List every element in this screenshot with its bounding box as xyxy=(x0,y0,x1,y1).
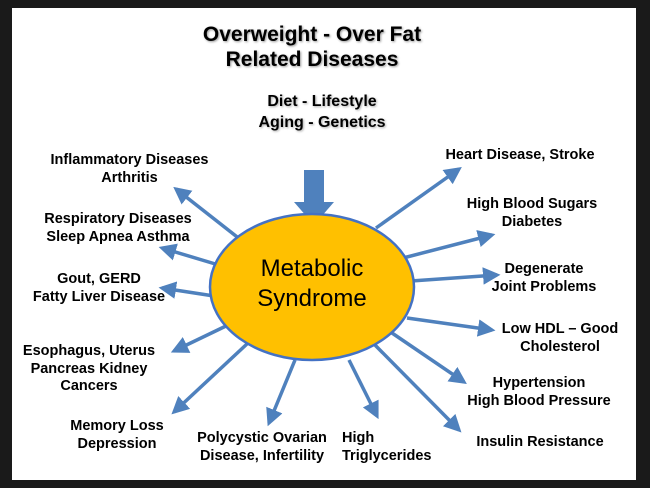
label-polycystic: Polycystic Ovarian Disease, Infertility xyxy=(197,430,327,464)
arrow-hdl xyxy=(406,316,496,337)
label-respiratory: Respiratory Diseases Sleep Apnea Asthma xyxy=(44,211,192,245)
arrow-inflammatory xyxy=(173,186,243,242)
slide: Overweight - Over Fat Related Diseases D… xyxy=(12,8,636,480)
label-cancers: Esophagus, Uterus Pancreas Kidney Cancer… xyxy=(22,343,156,395)
label-joint: Degenerate Joint Problems xyxy=(491,261,597,295)
label-hdl: Low HDL – Good Cholesterol xyxy=(501,321,619,355)
arrow-gout xyxy=(158,281,215,299)
label-memory: Memory Loss Depression xyxy=(70,418,164,452)
arrow-joint xyxy=(410,267,501,285)
slide-title: Overweight - Over Fat Related Diseases xyxy=(202,23,422,72)
label-gout: Gout, GERD Fatty Liver Disease xyxy=(32,271,166,305)
label-triglycerides: High Triglycerides xyxy=(342,430,432,464)
arrow-respiratory xyxy=(158,243,223,268)
arrow-hypertension xyxy=(391,331,467,384)
arrow-triglycerides xyxy=(347,359,379,420)
arrow-memory xyxy=(171,341,250,415)
metabolic-syndrome-ellipse xyxy=(208,212,416,362)
arrow-polycystic xyxy=(266,359,297,427)
arrow-heart xyxy=(374,166,462,230)
arrow-blood-sugars xyxy=(402,230,496,260)
label-hypertension: Hypertension High Blood Pressure xyxy=(467,375,611,409)
label-insulin: Insulin Resistance xyxy=(476,434,604,450)
center-label: Metabolic Syndrome xyxy=(257,255,367,312)
diagram-arrows xyxy=(158,166,501,433)
label-inflammatory: Inflammatory Diseases Arthritis xyxy=(50,152,209,186)
causes-text: Diet - Lifestyle Aging - Genetics xyxy=(258,93,386,131)
arrow-cancers xyxy=(170,324,227,353)
cause-arrow-shaft xyxy=(304,170,324,204)
label-blood-sugars: High Blood Sugars Diabetes xyxy=(466,196,598,230)
arrow-insulin xyxy=(373,343,462,433)
label-heart: Heart Disease, Stroke xyxy=(445,147,595,163)
